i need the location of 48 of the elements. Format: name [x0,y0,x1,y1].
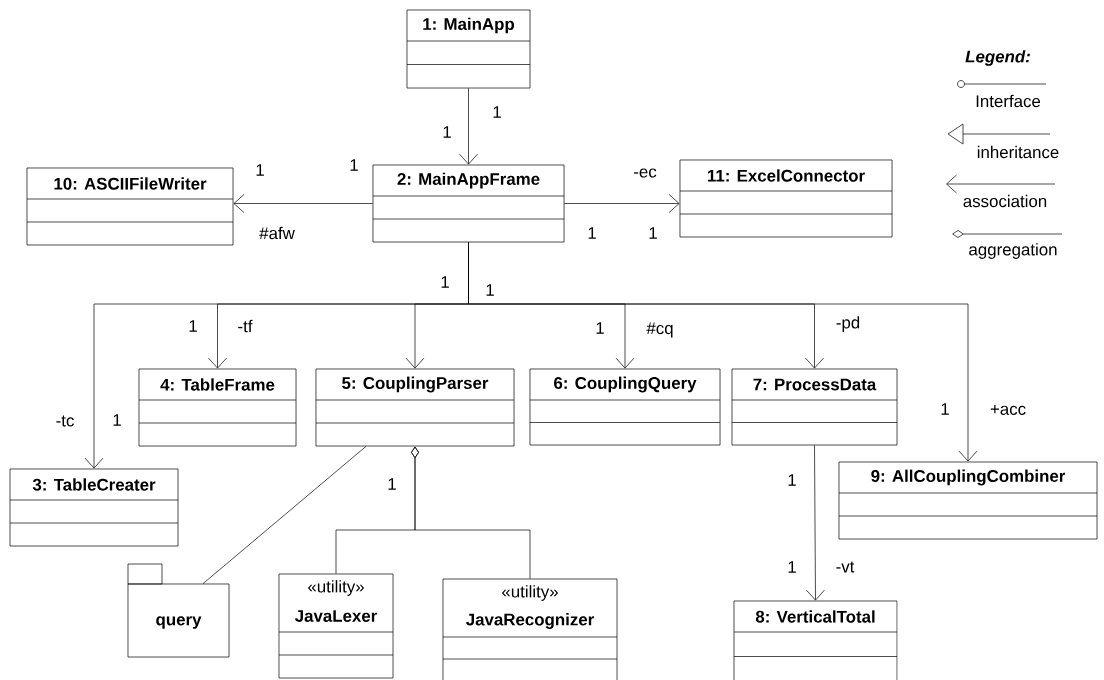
multiplicity-label: 1 [350,159,358,171]
arrow [459,88,478,165]
multiplicity-label: 1 [588,227,596,239]
role-name: -tc [56,415,74,427]
class-box: 9: AllCouplingCombiner [838,461,1098,540]
legend-label: Interface [976,94,1041,108]
role-name: +acc [990,405,1026,415]
multiplicity-label: 1 [788,474,796,486]
role-name: -pd [836,316,860,332]
class-box: 4: TableFrame [138,368,297,447]
multiplicity-label: 1 [596,322,604,334]
legend-label: aggregation [969,243,1057,259]
multiplicity-label: 1 [388,478,396,490]
package-folder: query [127,563,230,658]
arrow [233,194,373,213]
class-box: 11: ExcelConnector [679,159,893,238]
multiplicity-label: 1 [443,126,451,138]
class-box: «utility» JavaLexer [278,573,394,679]
multiplicity-label: 1 [649,227,657,239]
multiplicity-label: 1 [486,284,494,296]
class-box: 7: ProcessData [731,368,898,446]
multiplicity-label: 1 [189,320,197,332]
class-box: 8: VerticalTotal [733,600,898,680]
arrow [411,446,531,579]
class-box: 1: MainApp [406,9,531,89]
arrow [806,445,825,601]
role-name: -ec [634,168,657,178]
role-name: -vt [836,561,855,573]
class-box: 5: CouplingParser [315,368,515,447]
class-box: 6: CouplingQuery [529,368,721,446]
multiplicity-label: 1 [113,414,121,426]
arrow [564,194,680,213]
role-name: #cq [646,322,673,338]
role-name: #afw [259,226,295,240]
role-name: -tf [238,319,253,333]
class-box: «utility» JavaRecognizer [442,578,618,680]
legend-label: association [963,194,1047,208]
multiplicity-label: 1 [441,276,449,288]
arrow [468,242,978,462]
multiplicity-label: 1 [788,561,796,573]
class-box: 10: ASCIIFileWriter [26,167,234,246]
multiplicity-label: 1 [941,403,949,415]
multiplicity-label: 1 [493,106,501,118]
multiplicity-label: 1 [256,164,264,176]
class-box: 3: TableCreater [9,468,179,547]
class-box: 2: MainAppFrame [372,164,565,243]
legend-title: Legend: [965,50,1030,66]
legend-label: inheritance [977,145,1059,159]
